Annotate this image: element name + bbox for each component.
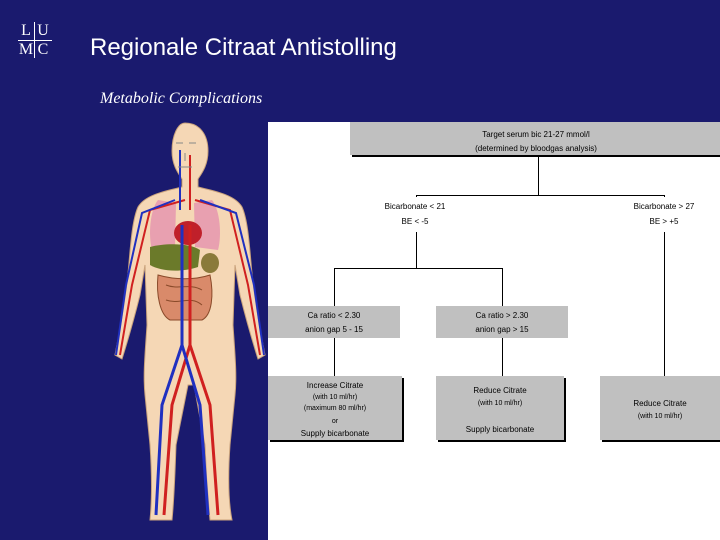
lumc-logo: L U M C (18, 22, 52, 60)
increase-line3: (maximum 80 ml/hr) (303, 405, 367, 412)
target-line2: (determined by bloodgas analysis) (475, 144, 597, 153)
logo-letter-c: C (37, 41, 49, 58)
flowchart-panel: Target serum bic 21-27 mmol/l (determine… (268, 122, 720, 540)
logo-letter-m: M (18, 41, 34, 58)
slide-title: Regionale Citraat Antistolling (90, 34, 397, 61)
reduce-right-line1: Reduce Citrate (633, 399, 687, 408)
reduce-citrate-mid-box: Reduce Citrate (with 10 ml/hr) Supply bi… (436, 376, 564, 440)
increase-line2: (with 10 ml/hr) (312, 394, 358, 401)
reduce-citrate-right-box: Reduce Citrate (with 10 ml/hr) (600, 376, 720, 440)
high-bic-line1: Bicarbonate > 27 (633, 202, 695, 211)
reduce-mid-line3: Supply bicarbonate (465, 425, 535, 434)
high-bic-line2: BE > +5 (649, 217, 679, 226)
logo-letter-u: U (37, 22, 49, 39)
target-bicarbonate-box: Target serum bic 21-27 mmol/l (determine… (350, 122, 720, 155)
logo-letter-l: L (21, 22, 31, 39)
low-ca-line2: anion gap 5 - 15 (305, 325, 363, 334)
reduce-mid-line2: (with 10 ml/hr) (477, 400, 523, 407)
increase-citrate-box: Increase Citrate (with 10 ml/hr) (maximu… (268, 376, 402, 440)
high-ca-ratio-box: Ca ratio > 2.30 anion gap > 15 (436, 306, 568, 338)
high-bicarbonate-box: Bicarbonate > 27 BE > +5 (608, 197, 720, 232)
circulatory-anatomy-illustration (114, 122, 266, 521)
low-bic-line1: Bicarbonate < 21 (384, 202, 446, 211)
low-bic-line2: BE < -5 (401, 217, 429, 226)
slide-subtitle: Metabolic Complications (100, 90, 263, 107)
high-ca-line1: Ca ratio > 2.30 (475, 311, 529, 320)
low-ca-line1: Ca ratio < 2.30 (307, 311, 361, 320)
increase-line5: Supply bicarbonate (300, 429, 370, 438)
low-ca-ratio-box: Ca ratio < 2.30 anion gap 5 - 15 (268, 306, 400, 338)
reduce-right-line2: (with 10 ml/hr) (637, 413, 683, 420)
reduce-mid-line1: Reduce Citrate (473, 386, 527, 395)
increase-line4: or (331, 418, 339, 425)
high-ca-line2: anion gap > 15 (475, 325, 529, 334)
low-bicarbonate-box: Bicarbonate < 21 BE < -5 (356, 197, 474, 232)
increase-line1: Increase Citrate (306, 381, 364, 390)
target-line1: Target serum bic 21-27 mmol/l (482, 130, 590, 139)
